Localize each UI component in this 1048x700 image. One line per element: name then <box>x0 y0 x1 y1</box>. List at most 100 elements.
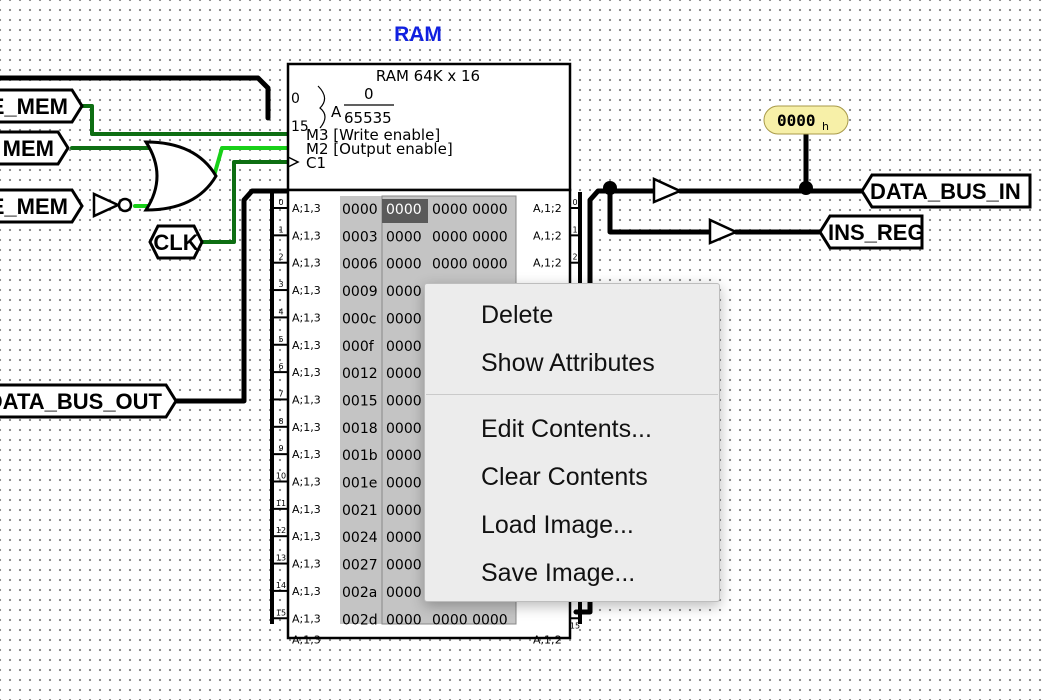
data-bus-out-pin[interactable] <box>0 383 178 419</box>
probe[interactable] <box>763 105 849 135</box>
write-enable-wire[interactable] <box>70 104 290 136</box>
enable-mem-pin[interactable] <box>0 188 84 224</box>
read-mem-pin-label: MEM <box>3 136 54 161</box>
ins-reg-pin[interactable] <box>818 214 924 250</box>
data-out-row-label: A,1;2 <box>533 202 562 215</box>
memory-word-2[interactable]: 0000 <box>386 257 422 273</box>
memory-selected-cell[interactable] <box>382 199 428 223</box>
data-in-row-label: A;1,3 <box>292 530 321 543</box>
menu-item-save-image[interactable]: Save Image... <box>481 559 636 587</box>
junction-dot <box>603 181 617 195</box>
data-in-row-label: A;1,3 <box>292 634 321 647</box>
memory-word-11[interactable]: 0000 <box>386 503 422 519</box>
memory-word-15[interactable]: 0000 <box>386 612 422 628</box>
memory-address-11: 0021 <box>342 503 378 519</box>
write-mem-pin[interactable] <box>0 88 84 124</box>
buffer-data-bus-in[interactable] <box>652 177 684 204</box>
data-bus-in-pin-label: DATA_BUS_IN <box>870 179 1021 204</box>
memory-address-0: 0000 <box>342 202 378 218</box>
memory-address-12: 0024 <box>342 530 378 546</box>
clk-pin-label: CLK <box>153 230 198 255</box>
data-in-row-label: A;1,3 <box>292 366 321 379</box>
memory-address-5: 000f <box>342 339 375 355</box>
memory-word-10[interactable]: 0000 <box>386 476 422 492</box>
menu-item-edit-contents[interactable]: Edit Contents... <box>481 415 652 443</box>
memory-address-1: 0003 <box>342 229 378 245</box>
data-in-bit-0: 0 <box>278 198 283 207</box>
data-in-row-label: A;1,3 <box>292 339 321 352</box>
menu-item-load-image[interactable]: Load Image... <box>481 511 634 539</box>
memory-word-3[interactable]: 0000 <box>386 284 422 300</box>
ram-output-bus-wire[interactable] <box>573 188 613 615</box>
memory-word-6[interactable]: 0000 <box>386 366 422 382</box>
data-in-bit-6: 6 <box>278 362 283 371</box>
or-gate[interactable] <box>143 140 218 212</box>
memory-word-4[interactable]: 0000 <box>386 311 422 327</box>
data-out-row-label: A,1;2 <box>533 229 562 242</box>
data-in-row-label: A;1,3 <box>292 311 321 324</box>
ram-size-label: RAM 64K x 16 <box>376 67 480 85</box>
data-out-row-label: A,1;2 <box>533 634 562 647</box>
not-gate-bubble <box>117 197 133 213</box>
data-in-row-label: A;1,3 <box>292 257 321 270</box>
memory-address-column <box>340 196 382 624</box>
data-bus-out-wire[interactable] <box>173 188 291 404</box>
memory-words-0[interactable]: 0000 0000 <box>432 202 508 218</box>
memory-address-9: 001b <box>342 448 378 464</box>
data-out-bit-0: 0 <box>572 198 577 207</box>
data-in-row-label: A;1,3 <box>292 393 321 406</box>
not-gate[interactable] <box>92 192 122 218</box>
data-in-bit-9: 9 <box>278 444 283 453</box>
clock-wire[interactable] <box>200 160 290 244</box>
memory-word-14[interactable]: 0000 <box>386 585 422 601</box>
data-in-row-label: A;1,3 <box>292 421 321 434</box>
data-in-bit-12: 12 <box>276 526 286 535</box>
data-out-bit-15: 15 <box>570 621 580 630</box>
data-in-bit-11: 11 <box>276 499 286 508</box>
memory-word-7[interactable]: 0000 <box>386 393 422 409</box>
memory-word-12[interactable]: 0000 <box>386 530 422 546</box>
data-in-row-label: A;1,3 <box>292 612 321 625</box>
memory-word-9[interactable]: 0000 <box>386 448 422 464</box>
menu-item-show-attributes[interactable]: Show Attributes <box>481 349 655 377</box>
ins-reg-wire[interactable] <box>607 188 825 235</box>
write-enable-label: M3 [Write enable] <box>306 126 440 144</box>
memory-words-1[interactable]: 0000 0000 <box>432 229 508 245</box>
clk-pin[interactable] <box>148 224 204 260</box>
memory-address-6: 0012 <box>342 366 378 382</box>
data-in-bit-15: 15 <box>276 608 286 617</box>
memory-word-1[interactable]: 0000 <box>386 229 422 245</box>
probe-value: 0000 <box>777 111 816 130</box>
addr-range-min: 0 <box>364 85 374 103</box>
data-in-row-label: A;1,3 <box>292 202 321 215</box>
menu-separator <box>426 394 718 395</box>
output-enable-label: M2 [Output enable] <box>306 140 453 158</box>
addr-bus-hi: 15 <box>291 119 309 135</box>
data-in-row-label: A;1,3 <box>292 229 321 242</box>
data-in-bit-4: 4 <box>278 307 283 316</box>
data-in-bit-14: 14 <box>276 581 286 590</box>
data-in-bit-8: 8 <box>278 417 283 426</box>
menu-item-delete[interactable]: Delete <box>481 301 554 329</box>
data-in-row-label: A;1,3 <box>292 476 321 489</box>
memory-word-5[interactable]: 0000 <box>386 339 422 355</box>
output-enable-wire[interactable] <box>212 146 290 178</box>
data-in-bit-13: 13 <box>276 554 286 563</box>
memory-words-15[interactable]: 0000 0000 <box>432 612 508 628</box>
memory-words-2[interactable]: 0000 0000 <box>432 257 508 273</box>
memory-word-13[interactable]: 0000 <box>386 558 422 574</box>
data-out-bit-2: 2 <box>572 253 577 262</box>
data-in-bit-7: 7 <box>278 389 283 398</box>
buffer-ins-reg[interactable] <box>708 218 740 245</box>
data-in-bit-1: 1 <box>278 225 283 234</box>
menu-item-clear-contents[interactable]: Clear Contents <box>481 463 648 491</box>
addr-brace <box>317 85 326 129</box>
data-bus-in-pin[interactable] <box>860 173 1032 209</box>
memory-word-0[interactable]: 0000 <box>386 202 422 218</box>
data-bus-out-pin-label: DATA_BUS_OUT <box>0 389 163 414</box>
read-mem-pin[interactable] <box>0 130 70 166</box>
ram-control-block[interactable] <box>286 62 572 192</box>
memory-word-8[interactable]: 0000 <box>386 421 422 437</box>
memory-address-2: 0006 <box>342 257 378 273</box>
address-bus-wire[interactable] <box>0 75 271 121</box>
